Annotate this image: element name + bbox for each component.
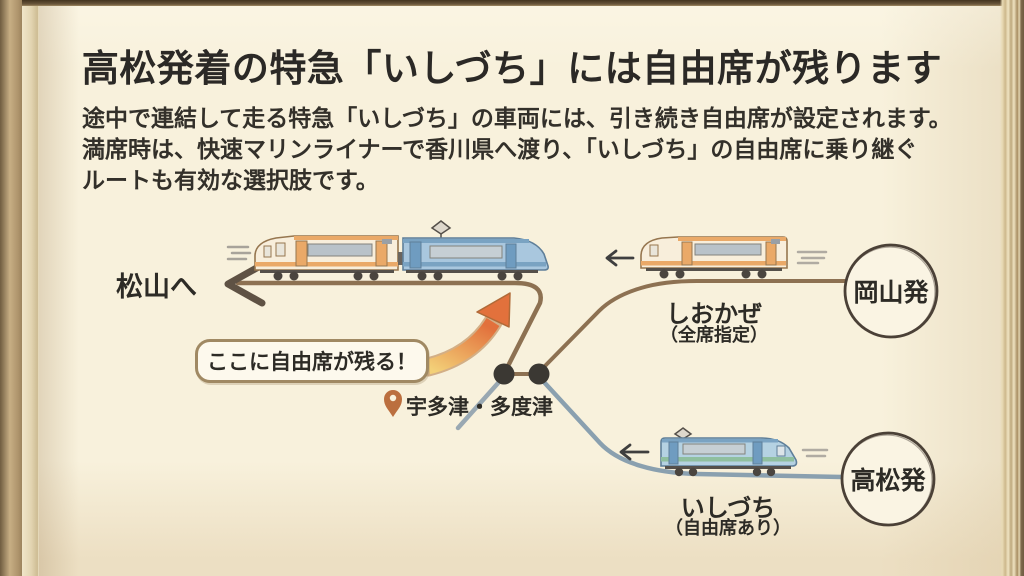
body-text-line: ルートも有効な選択肢です。: [82, 167, 379, 193]
page-gutter-shadow: [39, 0, 79, 576]
origin-okayama-badge: 岡山発: [853, 279, 929, 307]
destination-label: 松山へ: [116, 272, 197, 302]
body-text: 途中で連結して走る特急「いしづち」の車両には、引き続き自由席が設定されます。 満…: [82, 103, 952, 196]
shiokaze-label: しおかぜ: [666, 301, 762, 328]
origin-circle-okayama-sketchline: [844, 246, 936, 338]
train-shiokaze: [640, 236, 828, 279]
body-text-line: 途中で連結して走る特急「いしづち」の車両には、引き続き自由席が設定されます。: [82, 105, 952, 131]
slide-title: 高松発着の特急「いしづち」には自由席が残ります: [81, 48, 943, 89]
body-text-line: 満席時は、快速マリンライナーで香川県へ渡り、「いしづち」の自由席に乗り継ぐ: [82, 136, 918, 162]
shiokaze-seat-note: （全席指定）: [660, 325, 768, 345]
ishizuchi-label: いしづち: [680, 495, 776, 522]
map-pin-icon: [384, 390, 402, 417]
origin-circle-takamatsu-sketchline: [841, 434, 933, 526]
ishizuchi-seat-note: （自由席あり）: [665, 518, 791, 538]
track-stub: [455, 379, 502, 431]
book-binding: [0, 0, 22, 576]
left-arrow-icon: [619, 443, 650, 461]
book-top-edge: [0, 0, 1024, 6]
junction-label: 宇多津・多度津: [406, 396, 553, 419]
page-gutter: [22, 0, 39, 576]
track-main-to-matsuyama: [235, 280, 543, 369]
train-combined: [226, 220, 549, 281]
origin-takamatsu-badge: 高松発: [850, 467, 926, 495]
page-edge-stack: [1000, 0, 1024, 576]
origin-circle-takamatsu: [840, 431, 936, 527]
left-arrow-icon: [605, 249, 635, 267]
speed-lines: [226, 245, 252, 261]
pantograph-icon: [430, 220, 452, 235]
origin-circle-okayama: [843, 243, 939, 339]
speed-lines: [796, 250, 828, 265]
train-ishizuchi: [660, 427, 829, 477]
callout-bubble: ここに自由席が残る！: [195, 339, 429, 383]
curved-highlight-arrow-icon: [418, 292, 511, 377]
junction-dot: [528, 363, 550, 385]
track-branch-shiokaze: [541, 279, 847, 370]
matsuyama-arrow-icon: [224, 261, 266, 307]
speed-lines: [801, 448, 829, 458]
junction-dot: [493, 363, 515, 385]
track-branch-ishizuchi: [540, 378, 845, 480]
